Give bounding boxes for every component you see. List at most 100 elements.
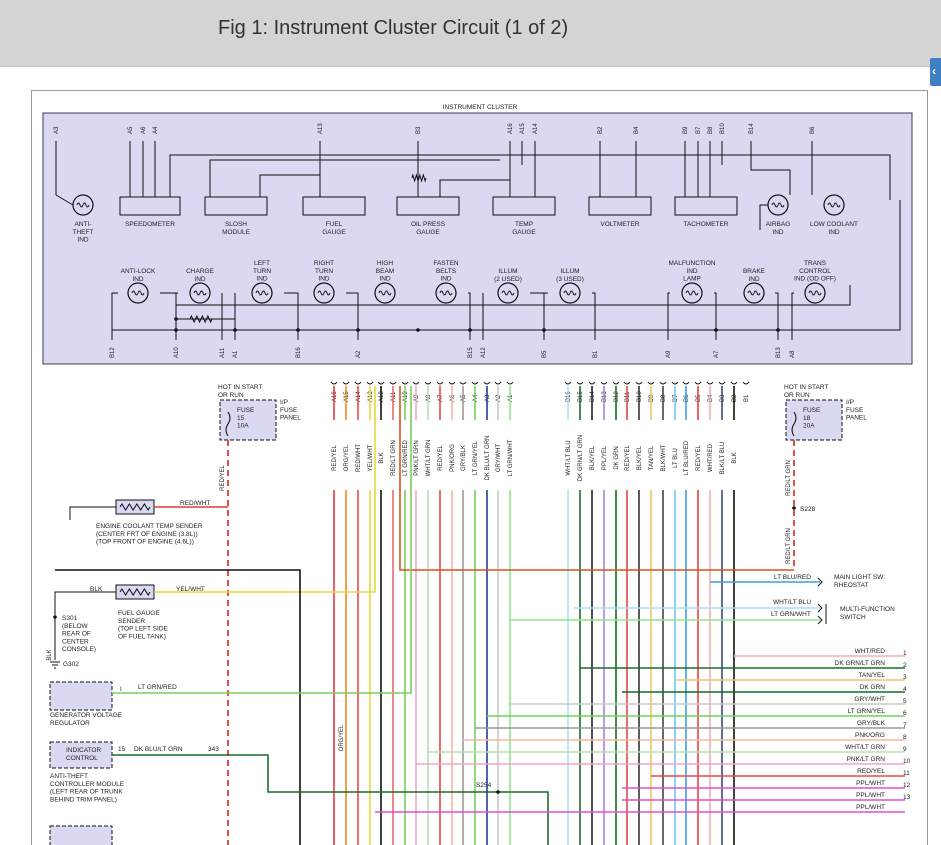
- cluster-top-pin: A5: [128, 126, 134, 134]
- connector-pin-mark: [671, 381, 679, 385]
- cluster-gauge-label: VOLTMETER: [600, 221, 640, 228]
- cluster-indicator-lamp-filament: [685, 290, 699, 296]
- main-light-label: MAIN LIGHT SW:RHEOSTAT: [834, 574, 885, 589]
- indicator-ctrl-label-line: CONTROLLER MODULE: [50, 781, 125, 788]
- cluster-indicator-label-line: BRAKE: [743, 268, 766, 275]
- connector-pin-label: B9: [649, 394, 655, 402]
- fuel-sender-label-line: SENDER: [118, 618, 145, 625]
- connector-pin-mark: [401, 381, 409, 385]
- connector-pin-mark: [459, 381, 467, 385]
- fuse18-wire-label: RED/LT GRN: [786, 460, 792, 496]
- continuation-number: 11: [903, 770, 910, 777]
- cluster-gauge-label-line: THEFT: [73, 229, 94, 236]
- connector-wire-label: GRY/WHT: [496, 444, 502, 473]
- main-light-wire-label: LT BLU/RED: [774, 574, 811, 581]
- indicator-control-label-line: INDICATOR: [66, 747, 101, 754]
- multifunction-wire2-label: LT GRN/WHT: [771, 611, 811, 618]
- connector-wire-label: DK GRN/LT GRN: [578, 435, 584, 481]
- lt-grn-red-wire: [112, 386, 412, 694]
- connector-wire-label: LT GRN/RED: [403, 439, 409, 475]
- splice-s228-label: S228: [800, 506, 816, 513]
- cluster-internal-wire: [259, 174, 320, 197]
- continuation-number: 6: [903, 710, 907, 717]
- fuel-sender-label-line: (TOP LEFT SIDE: [118, 626, 169, 633]
- connector-wire-label: PNK/LT GRN: [414, 440, 420, 475]
- cluster-gauge-label-line: MODULE: [222, 229, 250, 236]
- continuation-wire-label: GRY/WHT: [854, 696, 885, 703]
- continuation-wire-label: DK GRN: [860, 684, 886, 691]
- oil-press-sender-resistor: [411, 173, 427, 183]
- cluster-gauge-label-line: IND: [828, 229, 840, 236]
- connector-wire-label: RED/WHT: [356, 444, 362, 472]
- cluster-gauge-lamp-filament: [771, 202, 785, 208]
- connector-pin-label: A4: [473, 394, 479, 402]
- continuation-number: 9: [903, 746, 907, 753]
- continuation-wire-label: GRY/BLK: [857, 720, 886, 727]
- connector-pin-label: B5: [696, 394, 702, 402]
- connector-pin-mark: [576, 381, 584, 385]
- cluster-internal-wire: [55, 194, 74, 206]
- multifunction-wire1-label: WHT/LT BLU: [773, 599, 811, 606]
- gen-reg-box: [49, 681, 113, 711]
- cluster-indicator-label-line: MALFUNCTION: [669, 260, 716, 267]
- cluster-internal-wire: [284, 292, 299, 340]
- connector-wire-label: RED/YEL: [332, 445, 338, 471]
- connector-pin-label: A3: [485, 394, 491, 402]
- cluster-indicator-label-line: HIGH: [377, 260, 394, 267]
- cluster-indicator-lamp-filament: [747, 290, 761, 296]
- connector-pin-label: A15: [344, 391, 350, 402]
- cluster-indicator-lamp-filament: [439, 290, 453, 296]
- cluster-junction: [776, 328, 780, 332]
- cluster-bottom-pin: B16: [296, 347, 302, 358]
- connector-pin-label: A7: [438, 394, 444, 402]
- cluster-indicator-label-line: TRANS: [804, 260, 827, 267]
- coolant-sender-wire-label: RED/WHT: [180, 500, 210, 507]
- cluster-junction: [233, 328, 237, 332]
- cluster-indicator-label: ILLUM(3 USED): [556, 268, 584, 283]
- splice-s254: [496, 790, 500, 794]
- cluster-gauge-label-line: OIL PRESS: [411, 221, 446, 228]
- cluster-top-pin: B2: [598, 126, 604, 134]
- connector-wire-label: LT GRN/YEL: [473, 440, 479, 475]
- cluster-internal-wire: [346, 292, 359, 340]
- connector-pin-label: A10: [403, 391, 409, 402]
- cluster-gauge-label-line: GAUGE: [512, 229, 536, 236]
- cluster-top-pin: B4: [634, 126, 640, 134]
- multifunction-connector-icon: [817, 603, 827, 625]
- cluster-internal-wire: [775, 292, 779, 340]
- indicator-ctrl-wire-label: DK BLU/LT GRN: [134, 746, 183, 753]
- indicator-control-label-line: CONTROL: [66, 755, 98, 762]
- coolant-sender-label: ENGINE COOLANT TEMP SENDER(CENTER FRT OF…: [96, 523, 203, 546]
- connector-wire-label: WHT/LT GRN: [426, 440, 432, 477]
- connector-wire-label: BLK: [732, 452, 738, 463]
- continuation-wire-label: LT GRN/YEL: [848, 708, 886, 715]
- fuel-sender-label-line: OF FUEL TANK): [118, 633, 166, 640]
- coolant-sender-label-line: (TOP FRONT OF ENGINE (4.6L)): [96, 539, 194, 546]
- connector-pin-mark: [718, 381, 726, 385]
- indicator-ctrl-label-line: BEHIND TRIM PANEL): [50, 796, 117, 803]
- fuse18-wire2-label: RED/LT GRN: [786, 528, 792, 564]
- splice-s301-label-line: (BELOW: [62, 623, 89, 630]
- connector-pin-mark: [448, 381, 456, 385]
- connector-pin-label: A8: [426, 394, 432, 402]
- continuation-number: 1: [903, 650, 907, 657]
- ground-wire-label: BLK: [47, 649, 53, 660]
- cluster-indicator-label-line: IND: [686, 268, 698, 275]
- side-tab-button[interactable]: ‹: [930, 58, 941, 86]
- continuation-number: 13: [903, 794, 911, 801]
- cluster-top-pin: B14: [749, 123, 755, 134]
- connector-wire-label: BLK/YEL: [590, 445, 596, 470]
- cluster-gauge-box: [119, 196, 181, 216]
- connector-pin-label: A2: [496, 394, 502, 402]
- red-lt-grn-wire: [399, 386, 794, 571]
- cluster-gauge-label-line: FUEL: [326, 221, 343, 228]
